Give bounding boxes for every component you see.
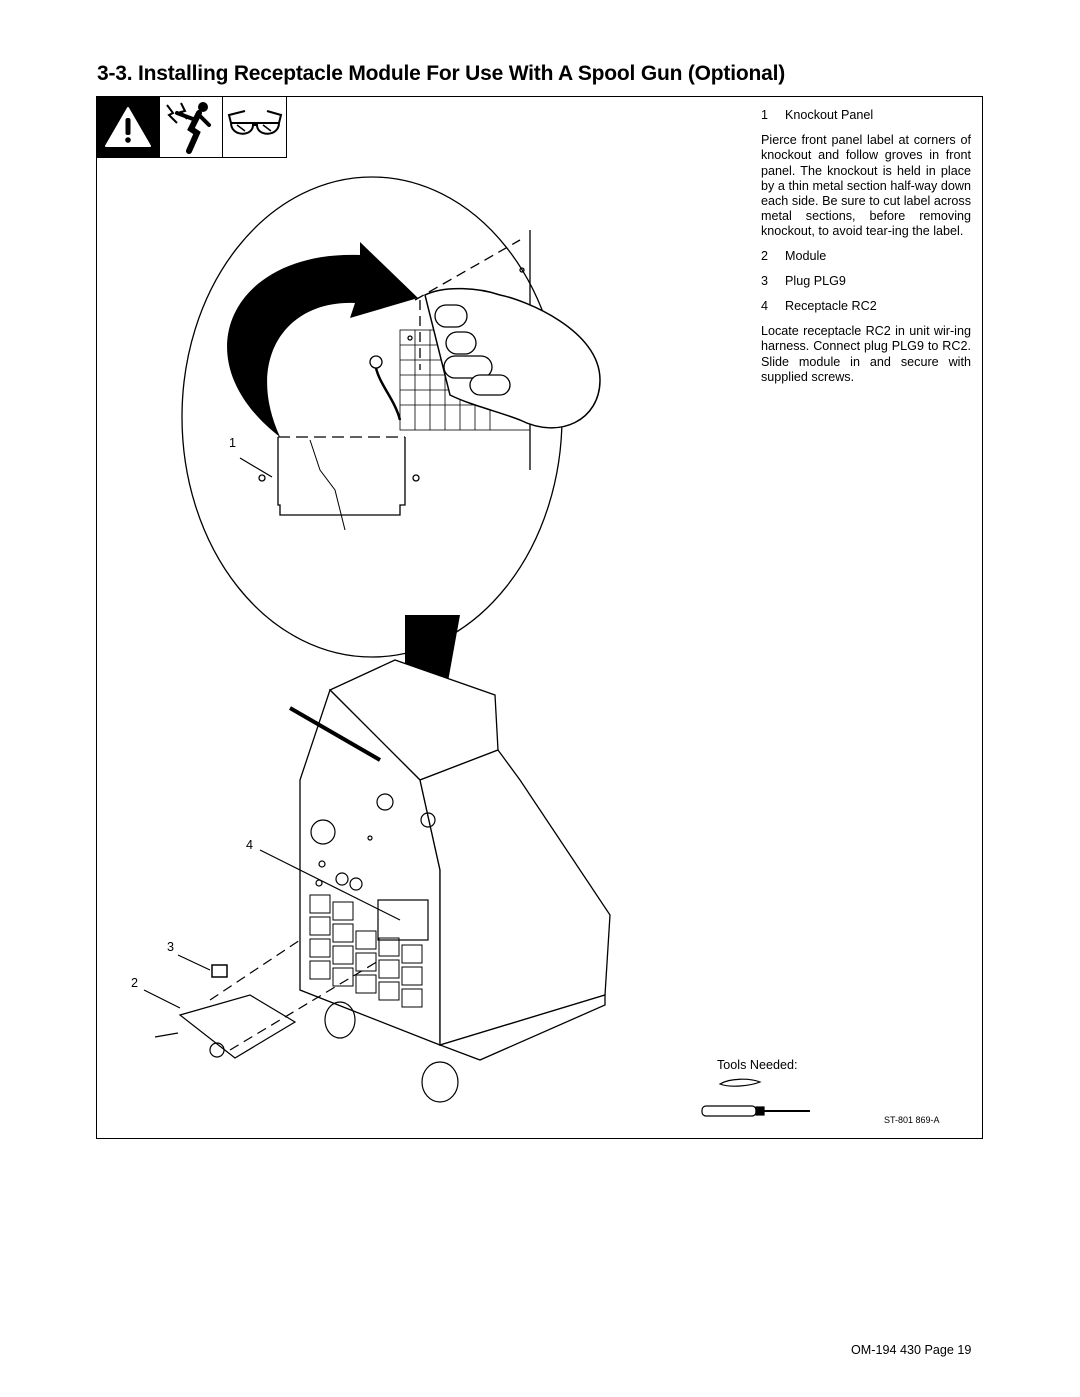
tools-needed-label: Tools Needed: (717, 1058, 798, 1072)
installation-illustration (143, 176, 611, 1103)
safety-glasses-icon (223, 97, 286, 157)
electric-shock-icon (160, 97, 223, 157)
receptacle-instructions: Locate receptacle RC2 in unit wir-ing ha… (761, 324, 971, 384)
legend-item-4: 4 Receptacle RC2 (761, 299, 877, 314)
figure-reference: ST-801 869-A (884, 1115, 940, 1125)
callout-4: 4 (246, 838, 254, 852)
screwdriver-icon (701, 1105, 757, 1117)
knockout-instructions: Pierce front panel label at corners of k… (761, 133, 971, 239)
page-footer: OM-194 430 Page 19 (851, 1343, 972, 1357)
knife-icon (718, 1078, 762, 1087)
warning-icon (97, 97, 160, 157)
safety-icons (96, 96, 287, 158)
callout-1: 1 (229, 436, 237, 450)
section-title: 3-3. Installing Receptacle Module For Us… (97, 62, 785, 85)
legend: 1 Knockout Panel Pierce front panel labe… (761, 108, 971, 394)
tools-icons (701, 1078, 810, 1117)
legend-item-1: 1 Knockout Panel (761, 108, 874, 122)
legend-item-3: 3 Plug PLG9 (761, 273, 846, 288)
figure-panel (96, 96, 983, 1139)
legend-item-2: 2 Module (761, 248, 827, 263)
callout-3: 3 (167, 940, 175, 954)
callout-2: 2 (131, 976, 139, 990)
